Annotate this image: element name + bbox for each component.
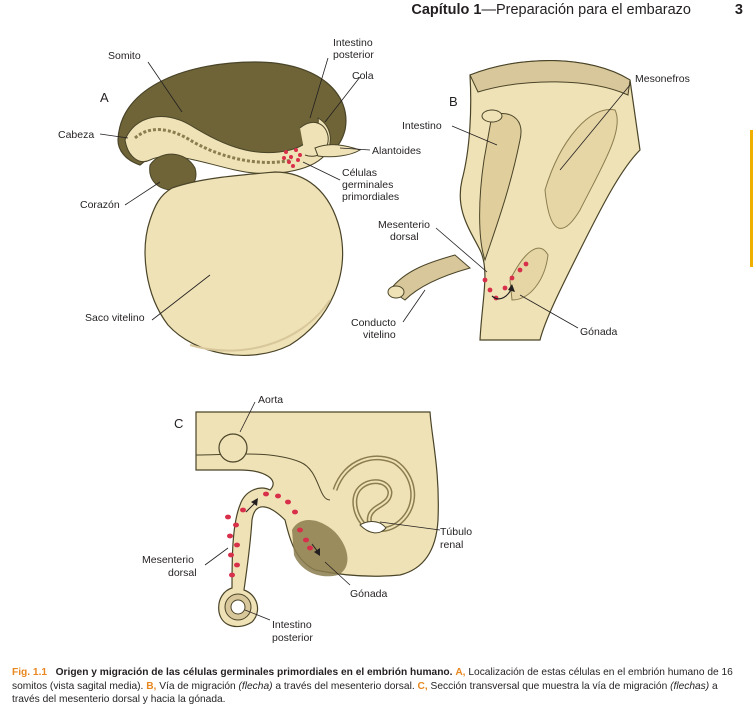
caption-italic-b: (flecha) bbox=[238, 680, 273, 692]
label-aorta: Aorta bbox=[258, 394, 283, 406]
running-head: Capítulo 1—Preparación para el embarazo … bbox=[0, 2, 753, 22]
label-gonada-b: Gónada bbox=[580, 326, 618, 338]
label-gonada-c: Gónada bbox=[350, 588, 388, 600]
germ-cells-a bbox=[282, 148, 302, 168]
caption-key-a: A, bbox=[455, 667, 466, 678]
label-saco-vitelino: Saco vitelino bbox=[85, 312, 145, 324]
caption-label: Fig. 1.1 bbox=[12, 667, 48, 678]
panel-b-letter: B bbox=[449, 94, 458, 109]
chapter-heading: Capítulo 1—Preparación para el embarazo bbox=[411, 2, 691, 18]
label-cabeza: Cabeza bbox=[58, 129, 94, 141]
label-tubulo-1: Túbulo bbox=[440, 526, 472, 538]
figure-caption: Fig. 1.1 Origen y migración de las célul… bbox=[12, 666, 743, 707]
label-mesonefros: Mesonefros bbox=[635, 73, 690, 85]
caption-text-a: Localización de estas células en el embr… bbox=[12, 667, 733, 692]
label-corazon: Corazón bbox=[80, 199, 120, 211]
panel-c-drawing: C Aorta Túbulo renal Mesenterio dorsal G… bbox=[142, 394, 472, 644]
label-intestino-c2: posterior bbox=[272, 632, 313, 644]
label-celulas-3: primordiales bbox=[342, 191, 399, 203]
caption-title: Origen y migración de las células germin… bbox=[55, 667, 453, 678]
caption-key-b: B, bbox=[146, 680, 157, 692]
panel-a-drawing: A Somito Intestino posterior Cola Cabeza… bbox=[58, 37, 421, 356]
figure-illustration: A Somito Intestino posterior Cola Cabeza… bbox=[58, 37, 690, 644]
chapter-tab-marker bbox=[750, 130, 753, 267]
label-celulas-1: Células bbox=[342, 167, 377, 179]
caption-text-b2: a través del mesenterio dorsal. bbox=[275, 680, 415, 692]
label-mesenterio-b2: dorsal bbox=[390, 231, 419, 243]
label-conducto-2: vitelino bbox=[363, 329, 396, 341]
label-celulas-2: germinales bbox=[342, 179, 393, 191]
label-conducto-1: Conducto bbox=[351, 317, 396, 329]
panel-a-letter: A bbox=[100, 90, 109, 105]
caption-italic-c: (flechas) bbox=[670, 680, 710, 692]
label-mesenterio-c1: Mesenterio bbox=[142, 554, 194, 566]
label-alantoides: Alantoides bbox=[372, 145, 421, 157]
label-intestino-posterior-a2: posterior bbox=[333, 49, 374, 61]
label-intestino-c1: Intestino bbox=[272, 619, 312, 631]
caption-text-b1: Vía de migración bbox=[159, 680, 236, 692]
label-tubulo-2: renal bbox=[440, 539, 463, 551]
panel-b-drawing: B Mesonefros Intestino Mesenterio dorsal… bbox=[351, 60, 690, 341]
label-cola: Cola bbox=[352, 70, 374, 82]
label-somito: Somito bbox=[108, 50, 141, 62]
label-intestino-posterior-a1: Intestino bbox=[333, 37, 373, 49]
caption-text-c1: Sección transversal que muestra la vía d… bbox=[430, 680, 668, 692]
germ-cells-c bbox=[225, 491, 313, 578]
panel-c-letter: C bbox=[174, 416, 183, 431]
caption-key-c: C, bbox=[417, 680, 428, 692]
caption-text-c2: a través del mesenterio dorsal y hacia l… bbox=[12, 680, 718, 706]
germ-cells-b bbox=[482, 261, 529, 301]
label-mesenterio-c2: dorsal bbox=[168, 567, 197, 579]
page-number: 3 bbox=[734, 2, 743, 18]
label-intestino-b: Intestino bbox=[402, 120, 442, 132]
label-mesenterio-b1: Mesenterio bbox=[378, 219, 430, 231]
